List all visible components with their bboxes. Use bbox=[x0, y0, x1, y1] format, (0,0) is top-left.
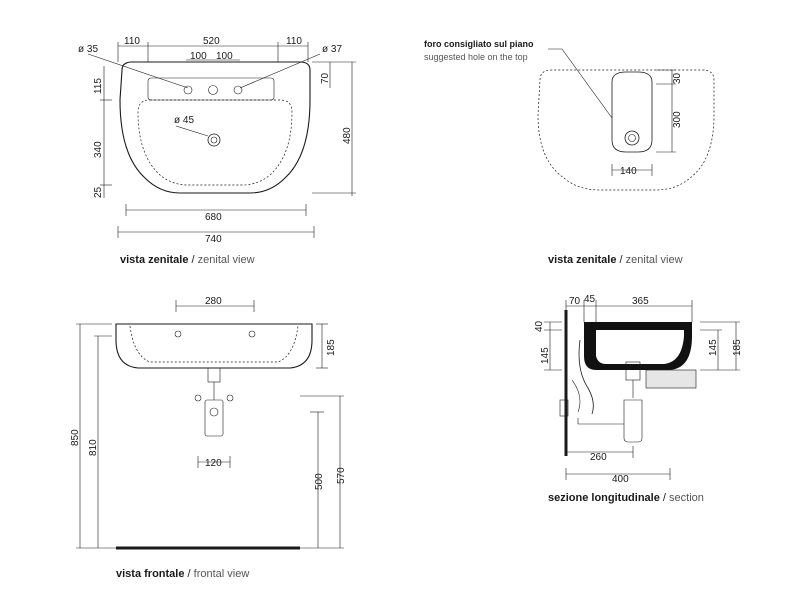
waste-pipe bbox=[577, 418, 624, 425]
drain-hole bbox=[207, 133, 221, 147]
dim-340: 340 bbox=[93, 141, 104, 158]
dim-100-a: 100 bbox=[190, 51, 207, 62]
svg-text:vista frontale / frontal view: vista frontale / frontal view bbox=[116, 568, 249, 580]
dim-810: 810 bbox=[88, 439, 99, 456]
caption-bottom-right: sezione longitudinale / section bbox=[548, 492, 704, 504]
hose-detail bbox=[571, 379, 581, 413]
dim-740: 740 bbox=[205, 234, 222, 245]
countertop-outline bbox=[537, 69, 715, 191]
dim-110-right: 110 bbox=[286, 36, 302, 47]
top-right-dimensions: foro consigliato sul piano suggested hol… bbox=[424, 39, 683, 177]
caption-top-right: vista zenitale / zenital view bbox=[548, 254, 683, 266]
siphon-nut bbox=[207, 367, 221, 383]
dim-400: 400 bbox=[612, 474, 629, 485]
basin-bowl-front bbox=[129, 325, 299, 363]
slot-drain-inner bbox=[628, 134, 636, 142]
basin-bowl-top bbox=[137, 99, 293, 186]
leader-note bbox=[548, 48, 613, 119]
dim-520: 520 bbox=[203, 36, 220, 47]
caption-sep: / bbox=[616, 254, 625, 266]
svg-text:sezione longitudinale / sectio: sezione longitudinale / section bbox=[548, 492, 704, 504]
dim-680: 680 bbox=[205, 212, 222, 223]
siphon-detail bbox=[209, 407, 219, 417]
caption-sep: / bbox=[188, 254, 197, 266]
dim-115: 115 bbox=[93, 78, 104, 94]
dim-45: 45 bbox=[584, 294, 596, 305]
dim-145-left: 145 bbox=[540, 347, 551, 364]
dim-850: 850 bbox=[70, 429, 81, 446]
basin-outline-top bbox=[119, 61, 311, 194]
top-view-countertop bbox=[537, 69, 715, 191]
fixing-bolt-right bbox=[226, 394, 234, 402]
caption-sep: / bbox=[184, 568, 193, 580]
slot-drain-circle bbox=[624, 130, 640, 146]
caption-top-left: vista zenitale / zenital view bbox=[120, 254, 255, 266]
drain-hole-inner bbox=[210, 136, 218, 144]
dim-dia-37: ø 37 bbox=[322, 44, 342, 55]
siphon-bottle bbox=[204, 399, 224, 437]
leader-dia-35 bbox=[87, 53, 189, 89]
caption-light: zenital view bbox=[626, 254, 683, 266]
suggested-hole-slot bbox=[611, 71, 653, 153]
basin-outline-front bbox=[115, 323, 313, 369]
dim-120: 120 bbox=[205, 458, 222, 469]
leader-dia-45 bbox=[175, 125, 209, 137]
tap-hole-left bbox=[183, 85, 193, 95]
dim-30: 30 bbox=[672, 72, 683, 84]
caption-bottom-left: vista frontale / frontal view bbox=[116, 568, 249, 580]
front-view-basin bbox=[115, 323, 313, 550]
dim-185-front: 185 bbox=[326, 339, 337, 356]
caption-light: frontal view bbox=[194, 568, 250, 580]
basin-section bbox=[584, 322, 692, 370]
note-suggested-hole-it: foro consigliato sul piano bbox=[424, 39, 534, 49]
leader-dia-37 bbox=[239, 53, 321, 89]
dim-365: 365 bbox=[632, 296, 649, 307]
countertop-slab bbox=[645, 369, 697, 389]
top-view-dimensions: 110 520 110 100 100 ø 35 ø 37 ø 45 115 3… bbox=[78, 36, 356, 245]
note-suggested-hole-en: suggested hole on the top bbox=[424, 52, 528, 62]
siphon-bottle-section bbox=[623, 399, 643, 443]
section-dimensions: 70 45 365 40 145 145 185 260 400 bbox=[534, 294, 743, 485]
dim-70: 70 bbox=[320, 72, 331, 84]
svg-text:vista zenitale / zenital view: vista zenitale / zenital view bbox=[120, 254, 255, 266]
fixing-bolt-left bbox=[194, 394, 202, 402]
section-view bbox=[559, 310, 697, 456]
dim-dia-45: ø 45 bbox=[174, 115, 194, 126]
tap-hole-right bbox=[233, 85, 243, 95]
dim-100-b: 100 bbox=[216, 51, 233, 62]
caption-bold: vista zenitale bbox=[120, 254, 188, 266]
dim-110-left: 110 bbox=[124, 36, 140, 47]
caption-light: zenital view bbox=[198, 254, 255, 266]
caption-bold: vista frontale bbox=[116, 568, 184, 580]
caption-bold: sezione longitudinale bbox=[548, 492, 660, 504]
tap-deck bbox=[147, 77, 275, 101]
dim-185-section: 185 bbox=[732, 339, 743, 356]
front-view-dimensions: 280 120 185 850 810 500 570 bbox=[70, 296, 347, 549]
dim-480: 480 bbox=[342, 127, 353, 144]
dim-140: 140 bbox=[620, 166, 637, 177]
tap-hole-front-left bbox=[174, 330, 182, 338]
caption-sep: / bbox=[660, 492, 669, 504]
dim-500: 500 bbox=[314, 473, 325, 490]
caption-bold: vista zenitale bbox=[548, 254, 616, 266]
dim-145-right: 145 bbox=[708, 339, 719, 356]
flexible-hose bbox=[578, 339, 594, 415]
dim-260: 260 bbox=[590, 452, 607, 463]
dim-40: 40 bbox=[534, 320, 545, 332]
dim-25: 25 bbox=[93, 186, 104, 198]
wall-bracket bbox=[559, 399, 569, 417]
dim-dia-35: ø 35 bbox=[78, 44, 98, 55]
dim-570: 570 bbox=[336, 467, 347, 484]
caption-light: section bbox=[669, 492, 704, 504]
tap-hole-center bbox=[208, 85, 218, 95]
top-view-basin bbox=[119, 61, 311, 194]
tap-hole-front-right bbox=[248, 330, 256, 338]
dim-300: 300 bbox=[672, 111, 683, 128]
svg-text:vista zenitale / zenital view: vista zenitale / zenital view bbox=[548, 254, 683, 266]
dim-70-section: 70 bbox=[569, 296, 581, 307]
dim-280: 280 bbox=[205, 296, 222, 307]
